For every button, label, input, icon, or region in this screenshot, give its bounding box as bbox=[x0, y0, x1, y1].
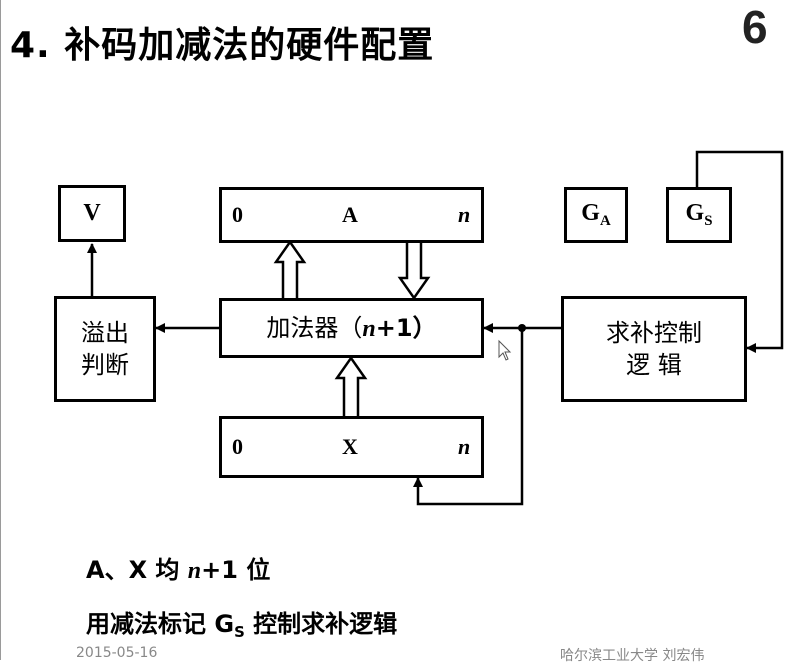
overflow-judge-line1: 溢出 bbox=[81, 319, 129, 347]
register-a-name: A bbox=[342, 202, 358, 227]
note-line-1: A、X 均 n+1 位 bbox=[86, 556, 271, 584]
register-a-msb-label: 0 bbox=[232, 202, 243, 227]
complement-logic-line1: 求补控制 bbox=[606, 319, 702, 347]
footer-author: 哈尔滨工业大学 刘宏伟 bbox=[560, 648, 705, 664]
overflow-flag-label: V bbox=[83, 200, 101, 226]
arrow-gs-to-complement bbox=[695, 150, 784, 353]
arrow-complement-to-x bbox=[413, 328, 524, 506]
note-line-2: 用减法标记 GS 控制求补逻辑 bbox=[86, 610, 398, 642]
complement-logic-box: 求补控制 逻 辑 bbox=[561, 296, 747, 402]
register-x: 0 X n bbox=[219, 416, 484, 478]
register-x-name: X bbox=[342, 434, 358, 459]
flag-ga: GA bbox=[564, 187, 628, 243]
register-a-lsb-label: n bbox=[458, 202, 471, 227]
register-x-msb-label: 0 bbox=[232, 434, 243, 459]
overflow-flag-v: V bbox=[58, 185, 126, 242]
register-x-lsb-label: n bbox=[458, 434, 471, 459]
overflow-judge-box: 溢出 判断 bbox=[54, 296, 156, 402]
register-a: 0 A n bbox=[219, 187, 484, 243]
mouse-cursor-icon bbox=[498, 339, 512, 361]
adder-label: 加法器（n+1） bbox=[266, 313, 437, 342]
bus-arrow-a-to-adder bbox=[397, 243, 431, 301]
bus-arrow-x-to-adder bbox=[334, 355, 368, 416]
footer-date: 2015-05-16 bbox=[76, 645, 158, 661]
slide-left-border bbox=[0, 0, 1, 660]
page-number: 6 bbox=[742, 1, 768, 53]
overflow-judge-line2: 判断 bbox=[81, 351, 129, 379]
flag-gs-label: GS bbox=[685, 199, 713, 230]
bus-arrow-adder-to-a bbox=[273, 239, 307, 298]
flag-gs: GS bbox=[666, 187, 732, 243]
complement-logic-line2: 逻 辑 bbox=[626, 351, 682, 379]
adder-box: 加法器（n+1） bbox=[219, 298, 484, 358]
slide-title: 4. 补码加减法的硬件配置 bbox=[10, 25, 435, 66]
flag-ga-label: GA bbox=[581, 199, 611, 230]
